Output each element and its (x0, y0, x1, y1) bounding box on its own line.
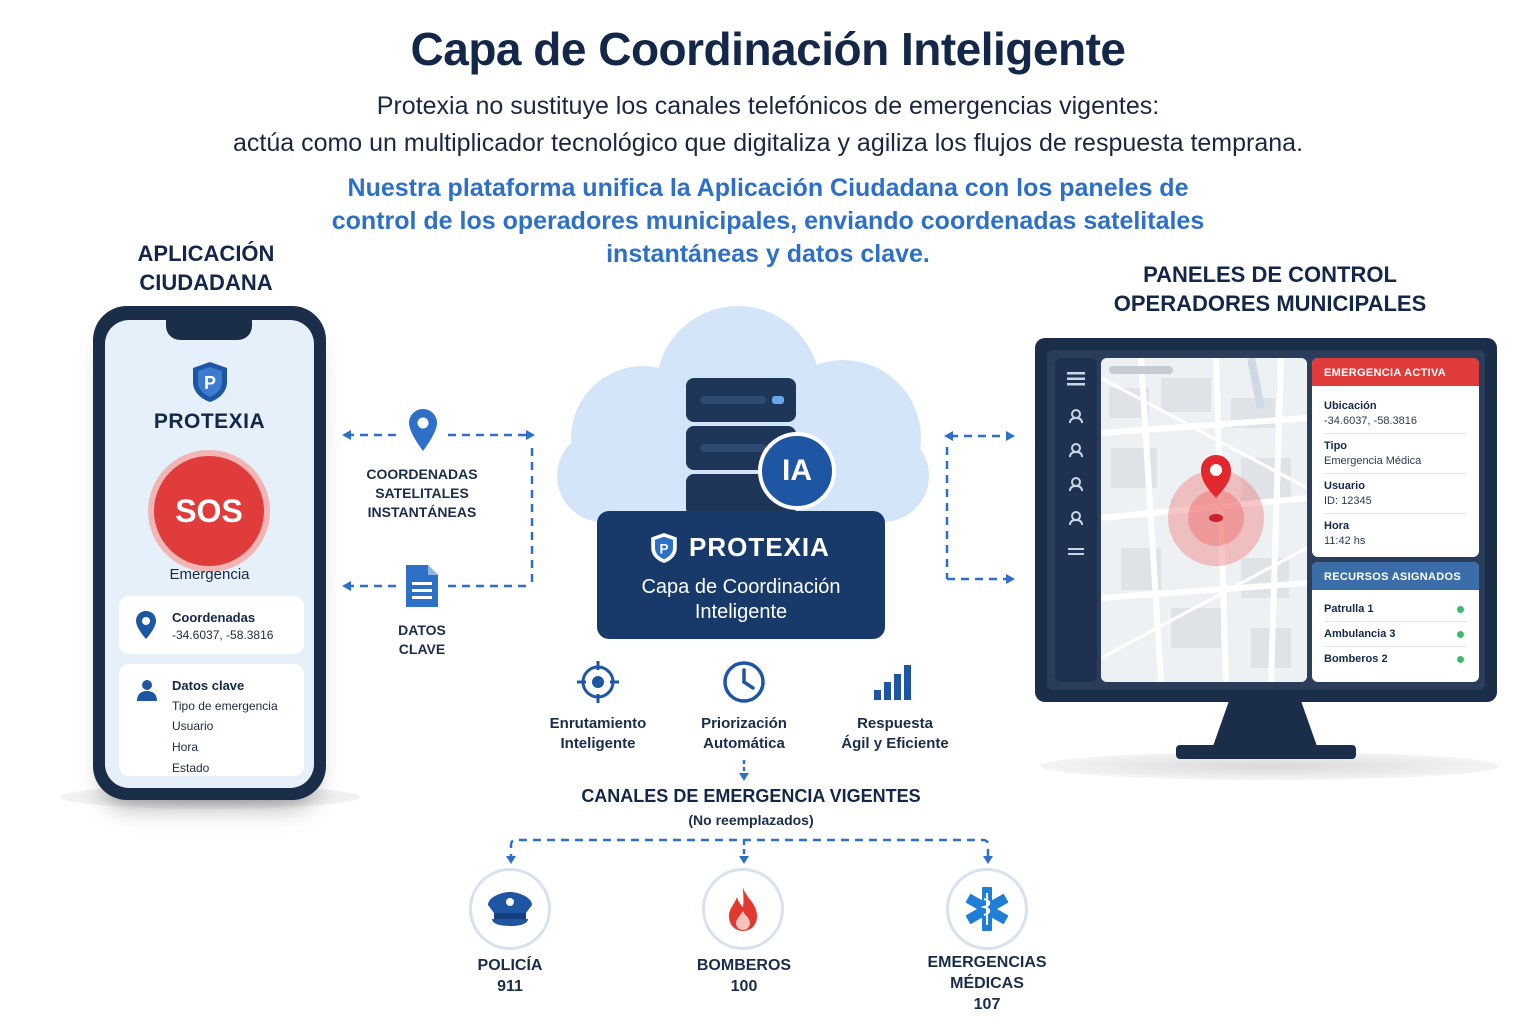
feature-priority: Priorización Automática (701, 715, 787, 752)
field-value: -34.6037, -58.3816 (1324, 415, 1417, 427)
monitor-base (1176, 745, 1356, 759)
user-icon[interactable] (1068, 408, 1084, 424)
key-data-card: Datos clave Tipo de emergencia Usuario H… (119, 664, 304, 776)
user-icon[interactable] (1068, 442, 1084, 458)
channels-title: CANALES DE EMERGENCIA VIGENTES (581, 786, 921, 806)
status-dot (1457, 656, 1464, 663)
field-label: Tipo (1324, 440, 1348, 452)
fire-channel-label: BOMBEROS 100 (696, 957, 792, 995)
field-value: ID: 12345 (1324, 495, 1372, 507)
shield-logo-icon: P (193, 362, 227, 402)
coords-card: Coordenadas -34.6037, -58.3816 (119, 596, 304, 654)
status-dot (1457, 606, 1464, 613)
monitor-mockup: EMERGENCIA ACTIVA Ubicación -34.6037, -5… (1035, 338, 1497, 702)
key-data-title: Datos clave (172, 678, 245, 693)
resource-item[interactable]: Patrulla 1 (1324, 603, 1374, 615)
accent-line-2: control de los operadores municipales, e… (331, 207, 1205, 235)
police-cap-icon (488, 892, 532, 926)
channels-subtitle: (No reemplazados) (688, 812, 814, 828)
key-data-item: Tipo de emergencia (172, 699, 278, 713)
police-channel-icon-wrap (469, 868, 551, 950)
map-streets (1101, 358, 1307, 682)
resource-item[interactable]: Bomberos 2 (1324, 653, 1388, 665)
page-title: Capa de Coordinación Inteligente (410, 23, 1126, 75)
medical-channel-icon-wrap (946, 868, 1028, 950)
user-icon[interactable] (1068, 510, 1084, 526)
sos-button[interactable]: SOS (154, 456, 264, 566)
resources-panel: RECURSOS ASIGNADOS Patrulla 1 Ambulancia… (1312, 562, 1479, 682)
core-shield-logo-icon: P (649, 531, 679, 570)
dashboard-sidebar (1055, 358, 1097, 682)
feature-response: Respuesta Ágil y Eficiente (841, 715, 949, 752)
monitor-screen: EMERGENCIA ACTIVA Ubicación -34.6037, -5… (1047, 350, 1485, 690)
field-label: Hora (1324, 520, 1350, 532)
coords-title: Coordenadas (172, 610, 256, 625)
accent-line-1: Nuestra plataforma unifica la Aplicación… (347, 174, 1189, 202)
user-icon (137, 680, 157, 701)
coords-value: -34.6037, -58.3816 (172, 628, 274, 642)
coords-connector-label: COORDENADAS SATELITALES INSTANTÁNEAS (366, 466, 478, 520)
core-logo-letter: P (659, 541, 668, 556)
resource-item[interactable]: Ambulancia 3 (1324, 628, 1396, 640)
status-dot (1457, 631, 1464, 638)
citizen-app-heading: APLICACIÓN CIUDADANA (137, 241, 275, 295)
active-emergency-title: EMERGENCIA ACTIVA (1312, 358, 1479, 386)
right-connector-arrows (944, 431, 1015, 584)
medical-channel-label: EMERGENCIAS MÉDICAS 107 (927, 954, 1047, 1013)
phone-notch (166, 320, 252, 340)
key-data-item: Usuario (172, 719, 214, 733)
data-connector-label: DATOS CLAVE (398, 622, 446, 657)
phone-screen: P PROTEXIA SOS Emergencia Coordenadas -3… (105, 320, 314, 788)
field-label: Ubicación (1324, 400, 1377, 412)
core-caption-line-2: Inteligente (694, 601, 788, 623)
key-data-item: Estado (172, 761, 210, 775)
location-pin-icon (409, 409, 437, 451)
feature-routing: Enrutamiento Inteligente (549, 715, 647, 752)
phone-brand: PROTEXIA (153, 410, 266, 433)
core-platform-box: P PROTEXIA Capa de Coordinación Intelige… (597, 511, 885, 639)
ia-badge: IA (758, 432, 836, 510)
monitor-stand (1212, 701, 1318, 749)
core-brand: PROTEXIA (689, 532, 830, 562)
document-icon (406, 565, 438, 607)
menu-icon[interactable] (1067, 372, 1085, 386)
clock-icon (723, 661, 765, 703)
operators-heading: PANELES DE CONTROL OPERADORES MUNICIPALE… (1113, 262, 1427, 316)
field-value: 11:42 hs (1324, 535, 1366, 547)
channels-branch-lines (506, 838, 993, 864)
field-label: Usuario (1324, 480, 1365, 492)
map-view[interactable] (1101, 358, 1307, 682)
resources-title: RECURSOS ASIGNADOS (1312, 562, 1479, 590)
left-connector-arrows (342, 430, 535, 591)
subtitle-line-1: Protexia no sustituye los canales telefó… (376, 92, 1160, 120)
fire-icon (729, 887, 757, 931)
more-icon[interactable] (1068, 548, 1084, 556)
phone-logo-letter: P (204, 373, 216, 393)
emergency-label: Emergencia (169, 566, 250, 583)
down-arrow (739, 760, 749, 781)
core-caption-line-1: Capa de Coordinación (641, 576, 841, 598)
key-data-item: Hora (172, 740, 199, 754)
field-value: Emergencia Médica (1324, 455, 1422, 467)
police-channel-label: POLICÍA 911 (477, 957, 543, 995)
phone-mockup: P PROTEXIA SOS Emergencia Coordenadas -3… (93, 306, 326, 800)
bar-chart-icon (874, 665, 911, 700)
crosshair-icon (577, 661, 619, 703)
subtitle-line-2: actúa como un multiplicador tecnológico … (232, 129, 1304, 157)
medical-star-icon (965, 887, 1009, 931)
active-emergency-panel: EMERGENCIA ACTIVA Ubicación -34.6037, -5… (1312, 358, 1479, 557)
accent-line-3: instantáneas y datos clave. (606, 240, 930, 268)
fire-channel-icon-wrap (702, 868, 784, 950)
user-icon[interactable] (1068, 476, 1084, 492)
location-pin-icon (136, 611, 156, 639)
